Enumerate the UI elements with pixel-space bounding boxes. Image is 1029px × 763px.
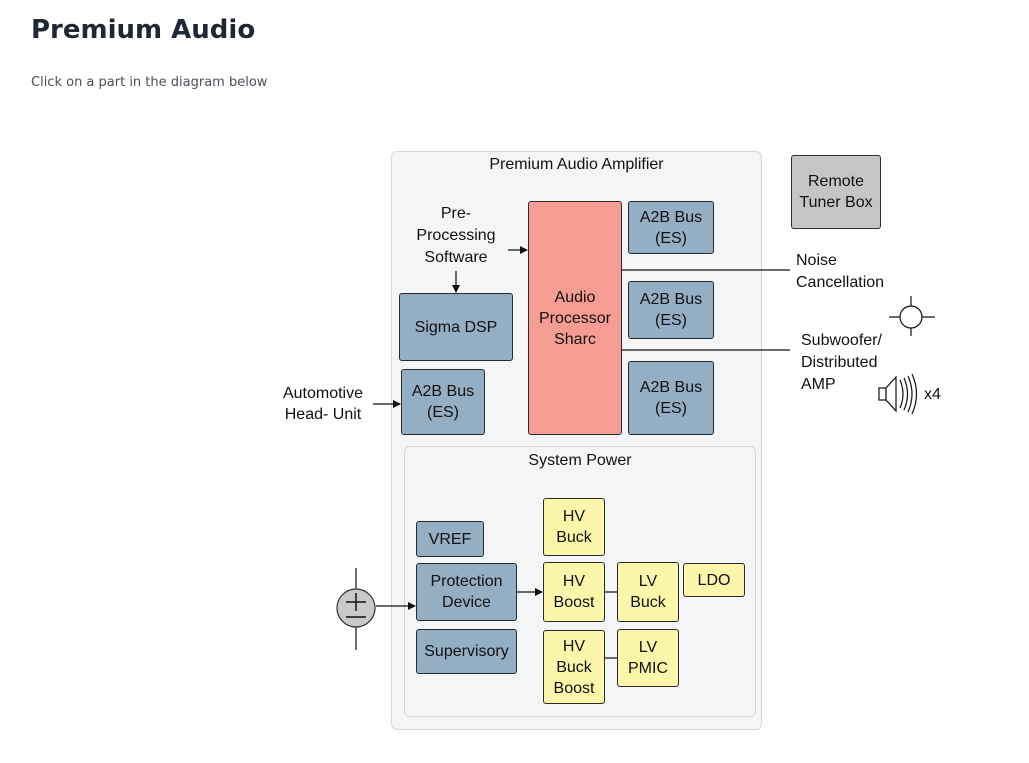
a2b-bus-middle-block[interactable]: A2B Bus (ES) (628, 281, 714, 339)
speaker-count-label: x4 (924, 386, 941, 403)
automotive-head-unit-label[interactable]: Automotive Head- Unit (282, 385, 364, 423)
protection-device-block[interactable]: Protection Device (416, 563, 517, 621)
vref-block[interactable]: VREF (416, 521, 484, 557)
ldo-block[interactable]: LDO (683, 563, 745, 597)
page-subtitle: Click on a part in the diagram below (31, 75, 268, 90)
a2b-bus-top-block[interactable]: A2B Bus (ES) (628, 201, 714, 254)
supervisory-block[interactable]: Supervisory (416, 629, 517, 674)
pre-processing-software-label[interactable]: Pre- Processing Software (416, 205, 496, 266)
page-title: Premium Audio (31, 15, 256, 45)
sigma-dsp-block[interactable]: Sigma DSP (399, 293, 513, 361)
premium-audio-amplifier-title: Premium Audio Amplifier (489, 156, 664, 173)
a2b-bus-input-block[interactable]: A2B Bus (ES) (401, 369, 485, 435)
remote-tuner-box-block[interactable]: Remote Tuner Box (791, 155, 881, 229)
system-power-title: System Power (528, 452, 632, 469)
lv-buck-block[interactable]: LV Buck (617, 562, 679, 622)
noise-cancellation-label[interactable]: Noise Cancellation (796, 252, 885, 291)
subwoofer-distributed-amp-label[interactable]: Subwoofer/ Distributed AMP (801, 332, 882, 393)
hv-buck-boost-block[interactable]: HV Buck Boost (543, 630, 605, 704)
audio-processor-sharc-block[interactable]: Audio Processor Sharc (528, 201, 622, 435)
battery-icon[interactable] (336, 568, 376, 650)
a2b-bus-bottom-block[interactable]: A2B Bus (ES) (628, 361, 714, 435)
hv-buck-block[interactable]: HV Buck (543, 498, 605, 556)
lv-pmic-block[interactable]: LV PMIC (617, 629, 679, 687)
hv-boost-block[interactable]: HV Boost (543, 562, 605, 622)
